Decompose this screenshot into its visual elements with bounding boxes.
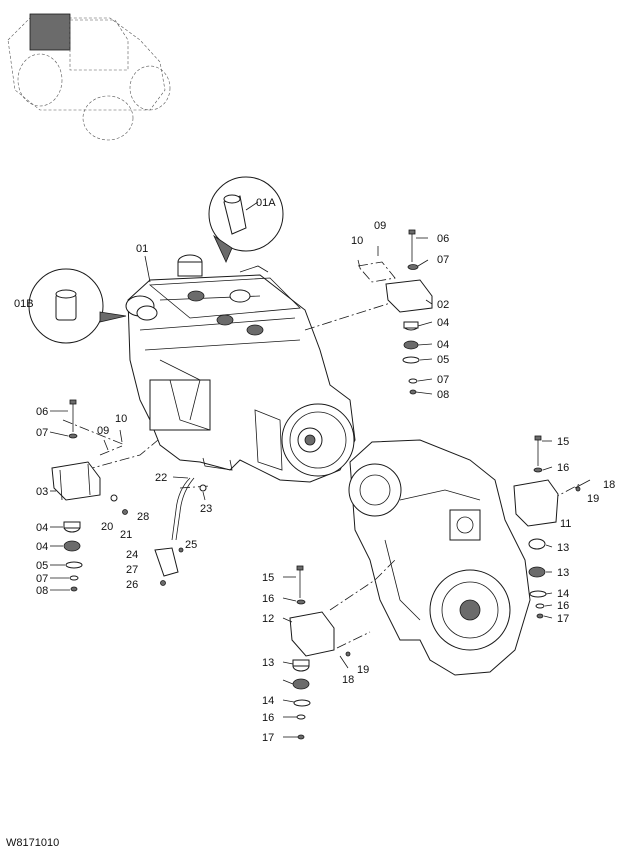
callout-21: 21: [120, 529, 132, 541]
transmission-assembly: [348, 439, 531, 676]
detail-bubble-01a: [208, 176, 284, 263]
callout-17-bottom: 17: [262, 732, 274, 744]
callout-28: 28: [137, 511, 149, 523]
callout-24: 24: [126, 549, 138, 561]
callout-01: 01: [136, 243, 148, 255]
callout-05-left: 05: [36, 560, 48, 572]
assembly-centerlines: [62, 261, 581, 649]
callout-07-left2: 07: [36, 573, 48, 585]
callout-18-bottom: 18: [342, 674, 354, 686]
callout-04-top2: 04: [437, 339, 449, 351]
callout-12: 12: [262, 613, 274, 625]
callout-26: 26: [126, 579, 138, 591]
callout-08-top: 08: [437, 389, 449, 401]
callout-14-bottom: 14: [262, 695, 274, 707]
callout-06-left: 06: [36, 406, 48, 418]
callout-03: 03: [36, 486, 48, 498]
callout-13-right2: 13: [557, 567, 569, 579]
callout-09-left: 09: [97, 425, 109, 437]
callout-07-top1: 07: [437, 254, 449, 266]
callout-11: 11: [560, 518, 571, 530]
callout-25: 25: [185, 539, 197, 551]
callout-20: 20: [101, 521, 113, 533]
callout-16-bottom1: 16: [262, 593, 274, 605]
callout-14-right: 14: [557, 588, 569, 600]
diagram-id: W8171010: [6, 837, 59, 849]
callout-04-left1: 04: [36, 522, 48, 534]
callout-01b: 01B: [14, 298, 34, 310]
callout-18-right: 18: [603, 479, 615, 491]
callout-09-top: 09: [374, 220, 386, 232]
callout-16-right1: 16: [557, 462, 569, 474]
callout-15-right: 15: [557, 436, 569, 448]
callout-16-right2: 16: [557, 600, 569, 612]
callout-06-top: 06: [437, 233, 449, 245]
detail-bubble-01b: [28, 268, 127, 344]
callout-17-right: 17: [557, 613, 569, 625]
callout-16-bottom2: 16: [262, 712, 274, 724]
callout-05-top: 05: [437, 354, 449, 366]
callout-02: 02: [437, 299, 449, 311]
rear-left-mount-stack: [289, 565, 351, 740]
callout-04-top1: 04: [437, 317, 449, 329]
breather-hose-assembly: [154, 477, 207, 586]
callout-15-bottom: 15: [262, 572, 274, 584]
callout-10-left: 10: [115, 413, 127, 425]
rear-right-mount-stack: [513, 435, 591, 619]
callout-13-right1: 13: [557, 542, 569, 554]
highlighted-engine-area: [29, 13, 71, 51]
callout-27: 27: [126, 564, 138, 576]
front-left-mount-stack: [51, 399, 128, 592]
callout-07-top2: 07: [437, 374, 449, 386]
callout-labels: 01 01A 01B 10 09 06 07 02 04 04 05 07 08…: [6, 197, 615, 849]
callout-08-left: 08: [36, 585, 48, 597]
callout-19-bottom: 19: [357, 664, 369, 676]
machine-locator-thumbnail: [7, 13, 171, 141]
callout-leaders: [49, 237, 553, 738]
callout-22: 22: [155, 472, 167, 484]
callout-04-left2: 04: [36, 541, 48, 553]
callout-01a: 01A: [256, 197, 276, 209]
callout-10-top: 10: [351, 235, 363, 247]
callout-13-bottom: 13: [262, 657, 274, 669]
callout-23: 23: [200, 503, 212, 515]
engine-assembly: [125, 254, 356, 483]
callout-07-left1: 07: [36, 427, 48, 439]
front-right-mount-stack: [357, 229, 433, 395]
callout-19-right: 19: [587, 493, 599, 505]
